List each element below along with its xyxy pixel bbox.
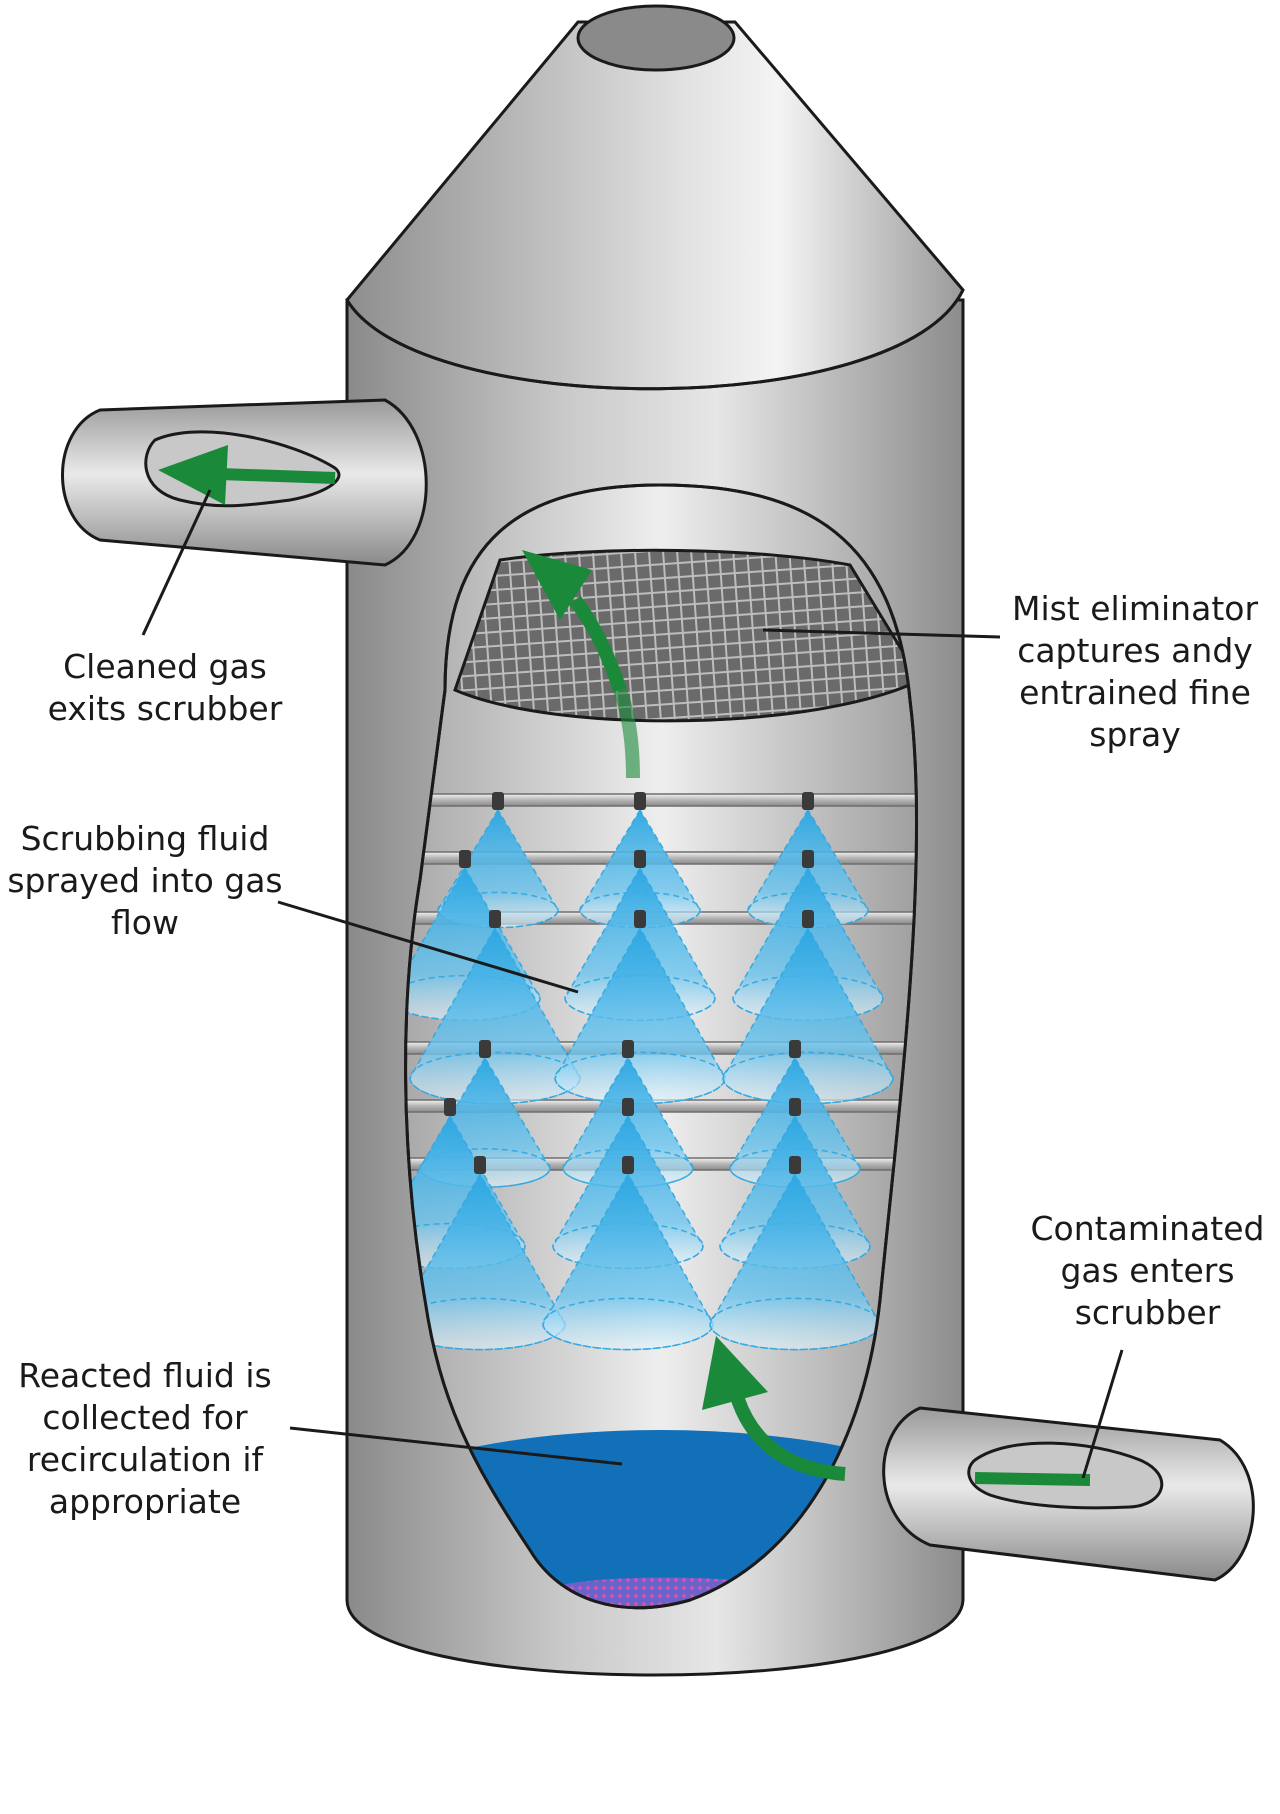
spray-nozzle <box>802 792 814 810</box>
spray-nozzle <box>634 850 646 868</box>
gas-flow-arrows <box>522 550 846 1481</box>
rising-gas-arrow-lower <box>728 1388 846 1481</box>
spray-header-rail <box>405 793 917 807</box>
spray-nozzle <box>444 1098 456 1116</box>
spray-cones <box>405 792 894 1351</box>
rising-gas-arrow-upper <box>613 687 640 779</box>
vent-opening <box>576 4 736 72</box>
label-cleaned-gas: Cleaned gas exits scrubber <box>47 647 283 728</box>
label-scrubbing-fluid: Scrubbing fluid sprayed into gas flow <box>7 819 283 942</box>
spray-nozzle <box>802 910 814 928</box>
spray-nozzle <box>479 1040 491 1058</box>
spray-nozzle <box>789 1098 801 1116</box>
outlet-arrow <box>219 468 336 484</box>
spray-nozzle <box>789 1156 801 1174</box>
leader-scrubbing-fluid <box>277 900 579 994</box>
inlet-arrow <box>974 1472 1091 1486</box>
leader-contaminated-gas <box>1081 1349 1124 1479</box>
label-contaminated-gas: Contaminated gas enters scrubber <box>1030 1209 1265 1332</box>
spray-nozzle <box>489 910 501 928</box>
conical-top <box>345 4 965 391</box>
leader-lines <box>141 489 1124 1479</box>
spray-nozzle <box>459 850 471 868</box>
spray-nozzle <box>802 850 814 868</box>
spray-nozzle <box>789 1040 801 1058</box>
outlet-pipe <box>61 398 428 567</box>
spray-nozzle <box>634 792 646 810</box>
mist-eliminator-mesh <box>453 548 917 723</box>
label-mist-eliminator: Mist eliminator captures andy entrained … <box>1011 589 1259 754</box>
spray-nozzle <box>622 1040 634 1058</box>
leader-reacted-fluid <box>289 1426 623 1466</box>
leader-cleaned-gas <box>141 489 212 636</box>
spray-nozzle <box>634 910 646 928</box>
spray-nozzle <box>474 1156 486 1174</box>
spray-nozzle <box>622 1156 634 1174</box>
inlet-pipe <box>882 1406 1255 1582</box>
label-reacted-fluid: Reacted fluid is collected for recircula… <box>18 1356 272 1521</box>
leader-mist-eliminator <box>762 628 1001 639</box>
spray-nozzle <box>492 792 504 810</box>
spray-nozzle <box>622 1098 634 1116</box>
